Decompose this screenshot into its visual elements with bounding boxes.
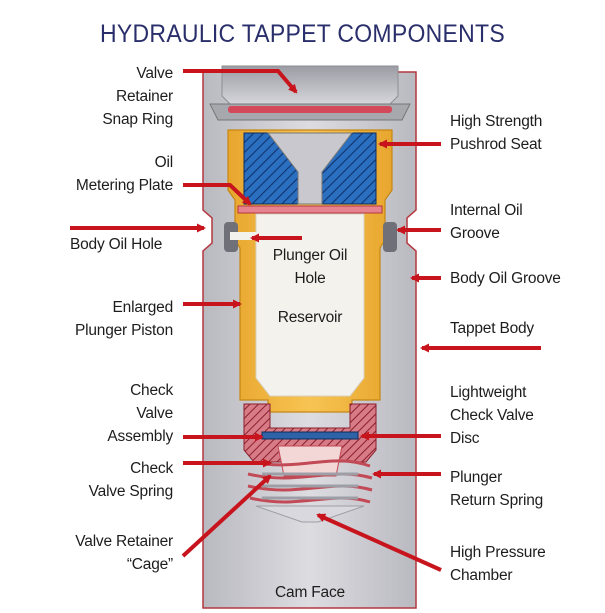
high-pressure-chamber [255, 505, 365, 523]
label-high-strength-pushrod-seat: High Strength Pushrod Seat [450, 113, 543, 153]
label-high-pressure-chamber: High Pressure Chamber [450, 544, 546, 584]
label-check-valve-spring: Check Valve Spring [88, 460, 174, 500]
label-tappet-body: Tappet Body [450, 320, 534, 337]
label-plunger-return-spring: Plunger Return Spring [450, 469, 544, 509]
label-body-oil-groove: Body Oil Groove [450, 270, 561, 287]
plunger-oil-hole [230, 232, 258, 240]
diagram-title: HYDRAULIC TAPPET COMPONENTS [100, 20, 505, 48]
label-internal-oil-groove: Internal Oil Groove [450, 202, 523, 242]
label-plunger-oil-hole: Plunger Oil Hole [272, 247, 348, 287]
leader-arrows [70, 69, 541, 572]
pushrod-seat [243, 132, 377, 205]
label-cam-face: Cam Face [275, 584, 345, 601]
label-enlarged-plunger-piston: Enlarged Plunger Piston [74, 299, 173, 339]
check-valve-disc [261, 431, 359, 440]
reservoir [230, 213, 365, 397]
oil-metering-plate [237, 205, 383, 214]
label-check-valve-assembly: Check Valve Assembly [107, 382, 173, 445]
label-body-oil-hole: Body Oil Hole [70, 236, 163, 253]
return-spring-coils [262, 472, 358, 500]
label-reservoir: Reservoir [277, 309, 343, 326]
label-lightweight-check-valve-disc: Lightweight Check Valve Disc [450, 384, 534, 447]
label-valve-retainer-snap-ring: Valve Retainer Snap Ring [102, 65, 173, 128]
label-valve-retainer-cage: Valve Retainer “Cage” [75, 533, 173, 573]
snap-ring-cap [209, 65, 411, 121]
label-oil-metering-plate: Oil Metering Plate [75, 154, 173, 194]
